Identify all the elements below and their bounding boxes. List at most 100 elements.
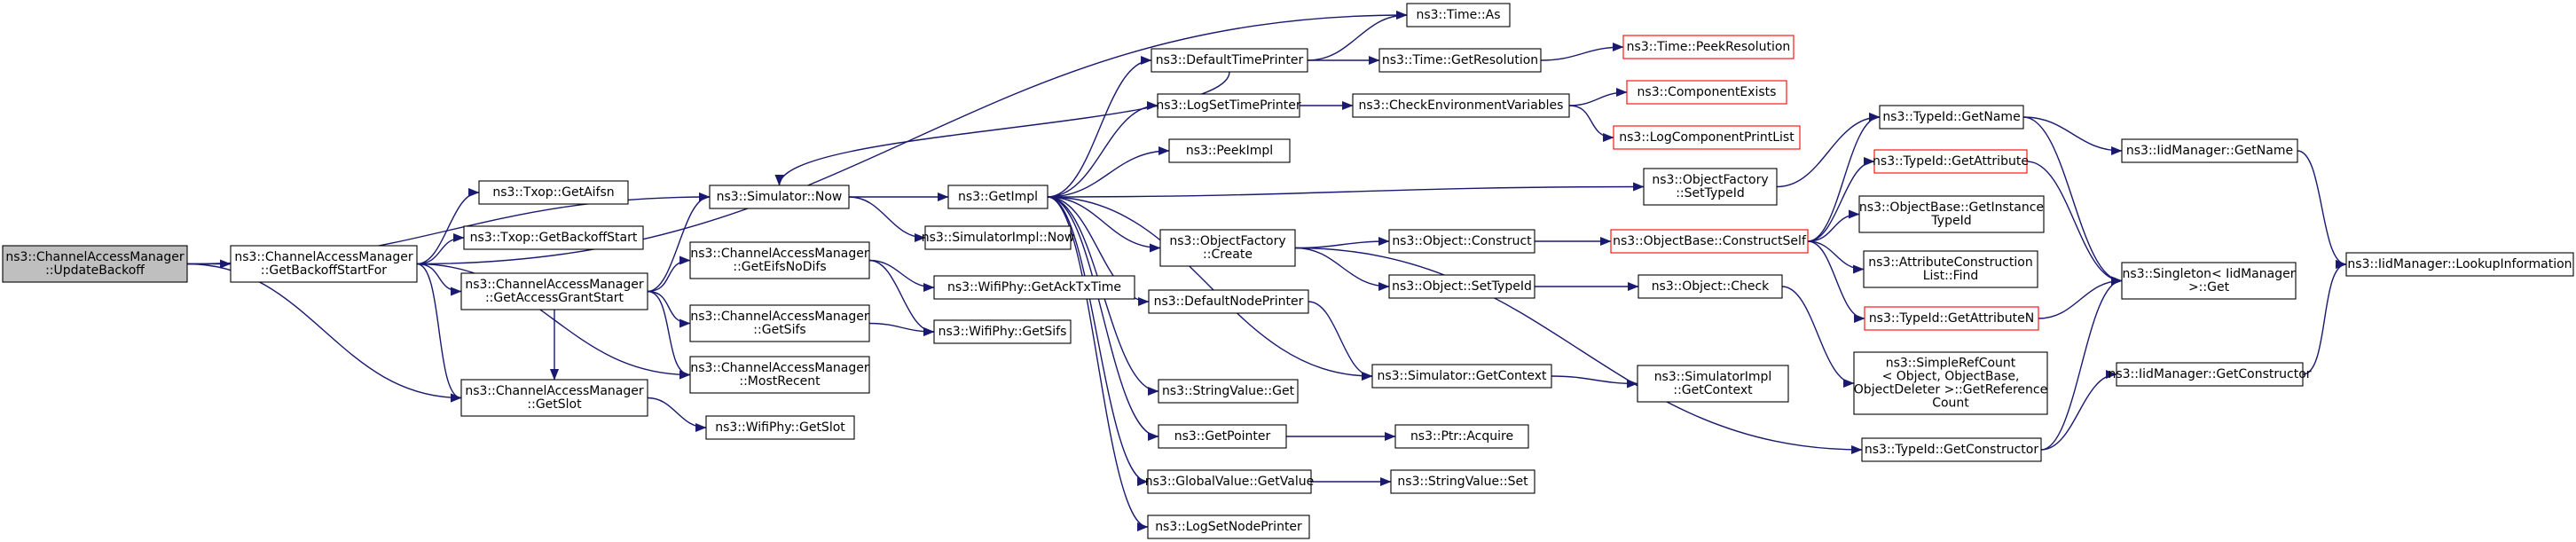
node-getSlot[interactable]: ns3::ChannelAccessManager::GetSlot — [460, 379, 648, 417]
edge-objectBaseConstructSelf-to-typeIdGetAttributeN — [1807, 240, 1865, 324]
node-singletonGet[interactable]: ns3::Singleton< IidManager>::Get — [2121, 262, 2297, 300]
node-box — [1864, 306, 2039, 331]
node-getSifs[interactable]: ns3::ChannelAccessManager::GetSifs — [689, 304, 870, 342]
node-objectSetTypeId[interactable]: ns3::Object::SetTypeId — [1388, 274, 1535, 299]
node-box — [933, 319, 1072, 344]
node-objectCheck[interactable]: ns3::Object::Check — [1637, 274, 1783, 299]
node-typeIdGetConstructor[interactable]: ns3::TypeId::GetConstructor — [1861, 437, 2042, 462]
node-timeGetResolution[interactable]: ns3::Time::GetResolution — [1378, 48, 1542, 73]
node-label: ns3::ObjectBase::GetInstance — [1859, 200, 2044, 215]
node-getImpl[interactable]: ns3::GetImpl — [947, 185, 1048, 209]
node-box — [1390, 469, 1535, 494]
node-simImplNow[interactable]: ns3::SimulatorImpl::Now — [922, 225, 1075, 250]
node-label: ns3::Singleton< IidManager — [2123, 267, 2296, 281]
node-defaultNodePrinter[interactable]: ns3::DefaultNodePrinter — [1148, 289, 1309, 314]
edge-objectFactoryCreate-to-objectConstruct — [1294, 236, 1390, 249]
node-label: ns3::IidManager::GetName — [2126, 144, 2293, 158]
node-getEifsNoDifs[interactable]: ns3::ChannelAccessManager::GetEifsNoDifs — [689, 241, 870, 279]
node-logSetTimePrinter[interactable]: ns3::LogSetTimePrinter — [1156, 93, 1301, 118]
node-label: ns3::Time::GetResolution — [1382, 53, 1538, 67]
node-label: ns3::GlobalValue::GetValue — [1145, 475, 1314, 489]
node-timePeekResolution[interactable]: ns3::Time::PeekResolution — [1622, 35, 1795, 59]
node-label: Count — [1932, 397, 1969, 411]
node-updateBackoff[interactable]: ns3::ChannelAccessManager::UpdateBackoff — [2, 245, 188, 283]
edge-getEifsNoDifs-to-wifiPhyGetSifs — [868, 259, 935, 337]
node-simulatorNow[interactable]: ns3::Simulator::Now — [709, 185, 850, 209]
node-label: ::GetSlot — [527, 397, 582, 412]
node-txopGetBackoffStart[interactable]: ns3::Txop::GetBackoffStart — [463, 225, 644, 250]
node-box — [1371, 364, 1552, 389]
node-getAckTxTime[interactable]: ns3::WifiPhy::GetAckTxTime — [933, 275, 1135, 300]
node-box — [478, 180, 629, 205]
node-label: ns3::LogComponentPrintList — [1619, 130, 1795, 145]
node-box — [924, 225, 1072, 250]
node-label: ns3::DefaultNodePrinter — [1154, 295, 1304, 309]
edge-typeIdGetName-to-iidManagerGetName — [2022, 116, 2123, 156]
node-getPointer[interactable]: ns3::GetPointer — [1158, 424, 1287, 449]
node-label: ns3::Simulator::Now — [717, 190, 843, 204]
node-iidManagerGetConstructor[interactable]: ns3::IidManager::GetConstructor — [2108, 362, 2312, 387]
node-txopGetAifsn[interactable]: ns3::Txop::GetAifsn — [478, 180, 629, 205]
edge-simulatorNow-to-simImplNow — [848, 196, 926, 243]
edge-getImpl-to-objectFactorySetTypeId — [1047, 182, 1645, 198]
node-label: ns3::ChannelAccessManager — [690, 247, 869, 261]
node-defaultTimePrinter[interactable]: ns3::DefaultTimePrinter — [1151, 48, 1308, 73]
node-label: ns3::LogSetNodePrinter — [1155, 520, 1302, 534]
node-typeIdGetAttribute[interactable]: ns3::TypeId::GetAttribute — [1873, 149, 2029, 174]
node-objectBaseConstructSelf[interactable]: ns3::ObjectBase::ConstructSelf — [1610, 229, 1809, 254]
node-ptrAcquire[interactable]: ns3::Ptr::Acquire — [1394, 424, 1529, 449]
node-box — [460, 379, 648, 417]
node-wifiPhyGetSifs[interactable]: ns3::WifiPhy::GetSifs — [933, 319, 1072, 344]
node-iidManagerGetName[interactable]: ns3::IidManager::GetName — [2121, 138, 2298, 163]
edge-typeIdGetConstructor-to-iidManagerGetConstructor — [2040, 369, 2117, 451]
node-box — [1158, 424, 1287, 449]
node-logSetNodePrinter[interactable]: ns3::LogSetNodePrinter — [1147, 515, 1310, 539]
node-wifiPhyGetSlot[interactable]: ns3::WifiPhy::GetSlot — [705, 415, 855, 440]
node-typeIdGetName[interactable]: ns3::TypeId::GetName — [1879, 105, 2024, 130]
node-getBackoffStartFor[interactable]: ns3::ChannelAccessManager::GetBackoffSta… — [230, 245, 418, 283]
node-label: ns3::SimulatorImpl — [1654, 370, 1772, 384]
node-label: ns3::ObjectFactory — [1652, 173, 1768, 187]
node-simpleRefCount[interactable]: ns3::SimpleRefCount< Object, ObjectBase,… — [1853, 351, 2048, 415]
node-globalValueGetValue[interactable]: ns3::GlobalValue::GetValue — [1145, 469, 1314, 494]
node-mostRecent[interactable]: ns3::ChannelAccessManager::MostRecent — [689, 356, 870, 394]
node-typeIdGetAttributeN[interactable]: ns3::TypeId::GetAttributeN — [1864, 306, 2039, 331]
node-box — [1406, 3, 1511, 27]
node-label: ns3::SimpleRefCount — [1886, 357, 2016, 371]
node-stringValueGet[interactable]: ns3::StringValue::Get — [1158, 379, 1299, 404]
edge-defaultTimePrinter-to-simulatorNow — [774, 71, 1230, 186]
node-objectConstruct[interactable]: ns3::Object::Construct — [1388, 229, 1535, 254]
edge-getBackoffStartFor-to-getSlot — [416, 263, 462, 403]
edge-getEifsNoDifs-to-getAckTxTime — [868, 259, 935, 293]
node-label: ns3::LogSetTimePrinter — [1156, 98, 1301, 113]
node-box — [1151, 48, 1308, 73]
node-simImplGetContext[interactable]: ns3::SimulatorImpl::GetContext — [1637, 365, 1789, 403]
node-box — [1388, 229, 1535, 254]
edge-defaultTimePrinter-to-timeAs — [1307, 10, 1408, 61]
edge-getImpl-to-defaultTimePrinter — [1047, 55, 1152, 198]
node-label: ns3::StringValue::Get — [1162, 384, 1295, 398]
node-componentExists[interactable]: ns3::ComponentExists — [1626, 80, 1787, 105]
node-logComponentPrintList[interactable]: ns3::LogComponentPrintList — [1613, 125, 1801, 150]
node-peekImpl[interactable]: ns3::PeekImpl — [1168, 138, 1291, 163]
node-simulatorGetContext[interactable]: ns3::Simulator::GetContext — [1371, 364, 1552, 389]
node-getAccessGrantStart[interactable]: ns3::ChannelAccessManager::GetAccessGran… — [460, 272, 648, 310]
node-stringValueSet[interactable]: ns3::StringValue::Set — [1390, 469, 1535, 494]
node-objectFactorySetTypeId[interactable]: ns3::ObjectFactory::SetTypeId — [1643, 168, 1778, 206]
edge-getAccessGrantStart-to-simulatorNow — [647, 192, 711, 293]
edge-getBackoffStartFor-to-mostRecent — [416, 263, 691, 380]
edge-getBackoffStartFor-to-getAccessGrantStart — [416, 263, 462, 296]
node-box — [689, 304, 870, 342]
node-box — [2, 245, 188, 283]
node-box — [1352, 93, 1570, 118]
node-label: ns3::IidManager::GetConstructor — [2108, 367, 2311, 381]
node-box — [1394, 424, 1529, 449]
node-checkEnvVars[interactable]: ns3::CheckEnvironmentVariables — [1352, 93, 1570, 118]
node-objectFactoryCreate[interactable]: ns3::ObjectFactory::Create — [1159, 229, 1296, 267]
node-iidManagerLookupInformation[interactable]: ns3::IidManager::LookupInformation — [2345, 252, 2574, 277]
node-timeAs[interactable]: ns3::Time::As — [1406, 3, 1511, 27]
edge-objectBaseConstructSelf-to-typeIdGetAttribute — [1807, 156, 1875, 242]
node-box — [2116, 362, 2304, 387]
